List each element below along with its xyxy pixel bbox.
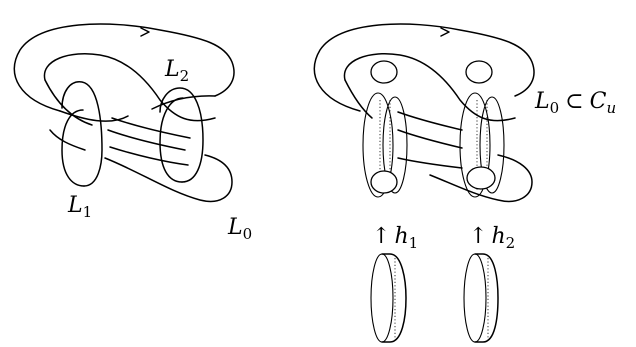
cylinder-2-bottom-disk	[466, 166, 496, 190]
knot-l0-strand-inner-top	[59, 110, 129, 122]
knot-c-u-strand-outer	[313, 23, 535, 112]
detached-cylinder-1	[370, 253, 407, 343]
orientation-arrow-left	[140, 27, 150, 37]
knot-c-u-strand-c	[397, 129, 463, 149]
cylinder-1-top-disk	[370, 60, 398, 84]
knot-c-u-strand-f	[397, 111, 463, 131]
knot-l0-strand-cross-4	[49, 129, 86, 151]
detached-cylinder-2	[463, 253, 499, 343]
knot-l1-loop-front	[61, 81, 103, 187]
knot-l0-strand-outer	[13, 23, 235, 112]
knot-l0-strand-mid-1	[109, 146, 189, 166]
knot-c-u-strand-b	[344, 79, 373, 119]
label-h1: ↑h1	[372, 224, 418, 252]
label-l1: L1	[67, 193, 92, 221]
knot-l0-strand-cross-2	[107, 129, 186, 151]
orientation-arrow-right	[440, 27, 450, 37]
cylinder-1-bottom-disk	[370, 170, 398, 194]
knot-c-u-strand-e	[397, 157, 463, 169]
cylinder-handle-2	[459, 60, 505, 198]
right-link-diagram	[313, 23, 535, 343]
knot-l0-strand-cross-1	[44, 79, 93, 126]
label-l0-subset-cu: L0⊂Cu	[534, 89, 616, 117]
knot-l0-strand-mid-2	[111, 117, 191, 139]
knot-c-u-strand-d	[429, 154, 533, 203]
label-l0-left: L0	[227, 215, 252, 243]
cylinder-2-top-disk	[465, 60, 493, 84]
knot-l2-loop-back	[159, 97, 184, 183]
label-l2: L2	[164, 57, 189, 85]
cylinder-handle-1	[362, 60, 408, 198]
label-h2: ↑h2	[469, 224, 515, 252]
knot-l0-strand-cross-3	[104, 154, 233, 203]
knot-l2-loop-front	[159, 87, 204, 183]
knot-l1-loop-back	[61, 109, 85, 187]
knot-c-u-strand-a	[343, 53, 516, 122]
left-link-diagram	[13, 23, 235, 203]
knot-l0-strand-upper-loop	[43, 53, 216, 122]
